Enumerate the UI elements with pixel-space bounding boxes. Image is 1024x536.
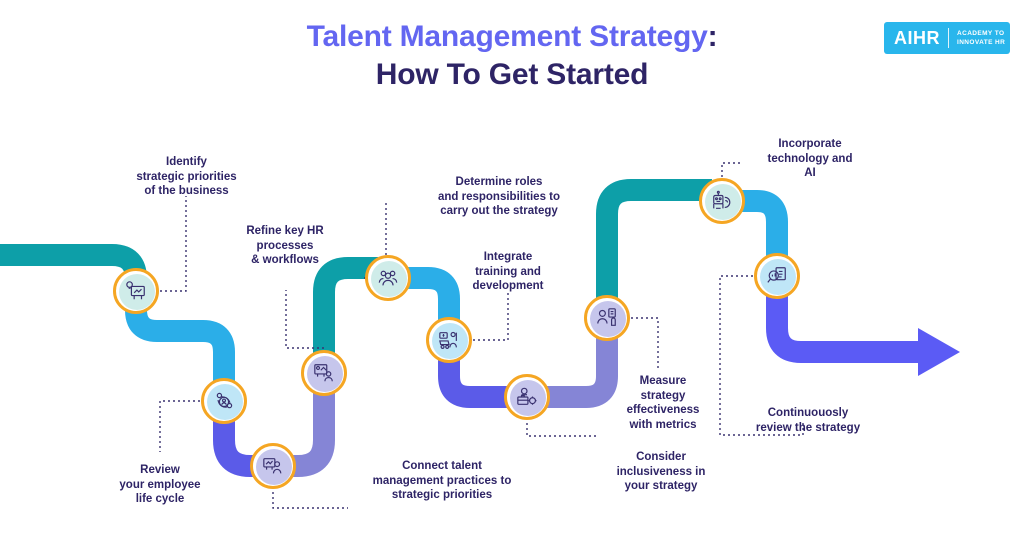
title-line-2: How To Get Started (375, 58, 649, 91)
training-cart-icon (439, 331, 457, 349)
analyst-report-icon (597, 308, 616, 326)
employee-lifecycle-icon (216, 392, 233, 409)
node-disc (371, 261, 407, 297)
step-label-8: Measure strategy effectiveness with metr… (626, 375, 700, 431)
logo-tagline-line1: ACADEMY TO (957, 30, 1005, 37)
step-label-9: Incorporate technology and AI (767, 138, 853, 179)
team-group-icon (378, 270, 398, 286)
logo-tagline-line2: INNOVATE HR (957, 39, 1006, 46)
aihr-logo: AIHR ACADEMY TO INNOVATE HR (884, 22, 1010, 54)
step-node-9[interactable] (699, 178, 745, 224)
step-label-2: Review your employee life cycle (119, 464, 201, 505)
logo-wordmark: AIHR (894, 28, 940, 48)
step-label-6: Integrate training and development (472, 251, 544, 292)
briefcase-gear-icon (517, 387, 537, 405)
title-line-1: Talent Management Strategy: (0, 18, 1024, 56)
step-label-7: Consider inclusiveness in your strategy (616, 451, 706, 492)
step-label-3: Connect talent management practices to s… (372, 460, 512, 501)
page-title: Talent Management Strategy: How To Get S… (0, 18, 1024, 94)
node-disc (119, 274, 155, 310)
step-node-7[interactable] (504, 374, 550, 420)
logo-divider (948, 28, 949, 48)
step-node-6[interactable] (426, 317, 472, 363)
presentation-person-icon (263, 458, 282, 474)
whiteboard-idea-icon (126, 281, 145, 300)
step-node-5[interactable] (365, 255, 411, 301)
magnifier-document-icon (767, 267, 786, 283)
step-node-1[interactable] (113, 268, 159, 314)
ai-robot-icon (713, 190, 731, 209)
step-node-8[interactable] (584, 295, 630, 341)
step-label-4: Refine key HR processes & workflows (246, 225, 324, 266)
step-node-2[interactable] (201, 378, 247, 424)
node-disc (432, 323, 468, 359)
step-label-5: Determine roles and responsibilities to … (437, 176, 561, 217)
title-colon: : (707, 20, 718, 53)
logo-tagline: ACADEMY TO INNOVATE HR (957, 29, 1005, 47)
step-node-4[interactable] (301, 350, 347, 396)
node-disc (590, 301, 626, 337)
title-main-text: Talent Management Strategy (306, 20, 708, 53)
step-label-10: Continuouosly review the strategy (755, 407, 861, 434)
step-label-1: Identify strategic priorities of the bus… (136, 156, 237, 197)
step-node-3[interactable] (250, 443, 296, 489)
workflow-board-icon (314, 364, 333, 382)
step-node-10[interactable] (754, 253, 800, 299)
